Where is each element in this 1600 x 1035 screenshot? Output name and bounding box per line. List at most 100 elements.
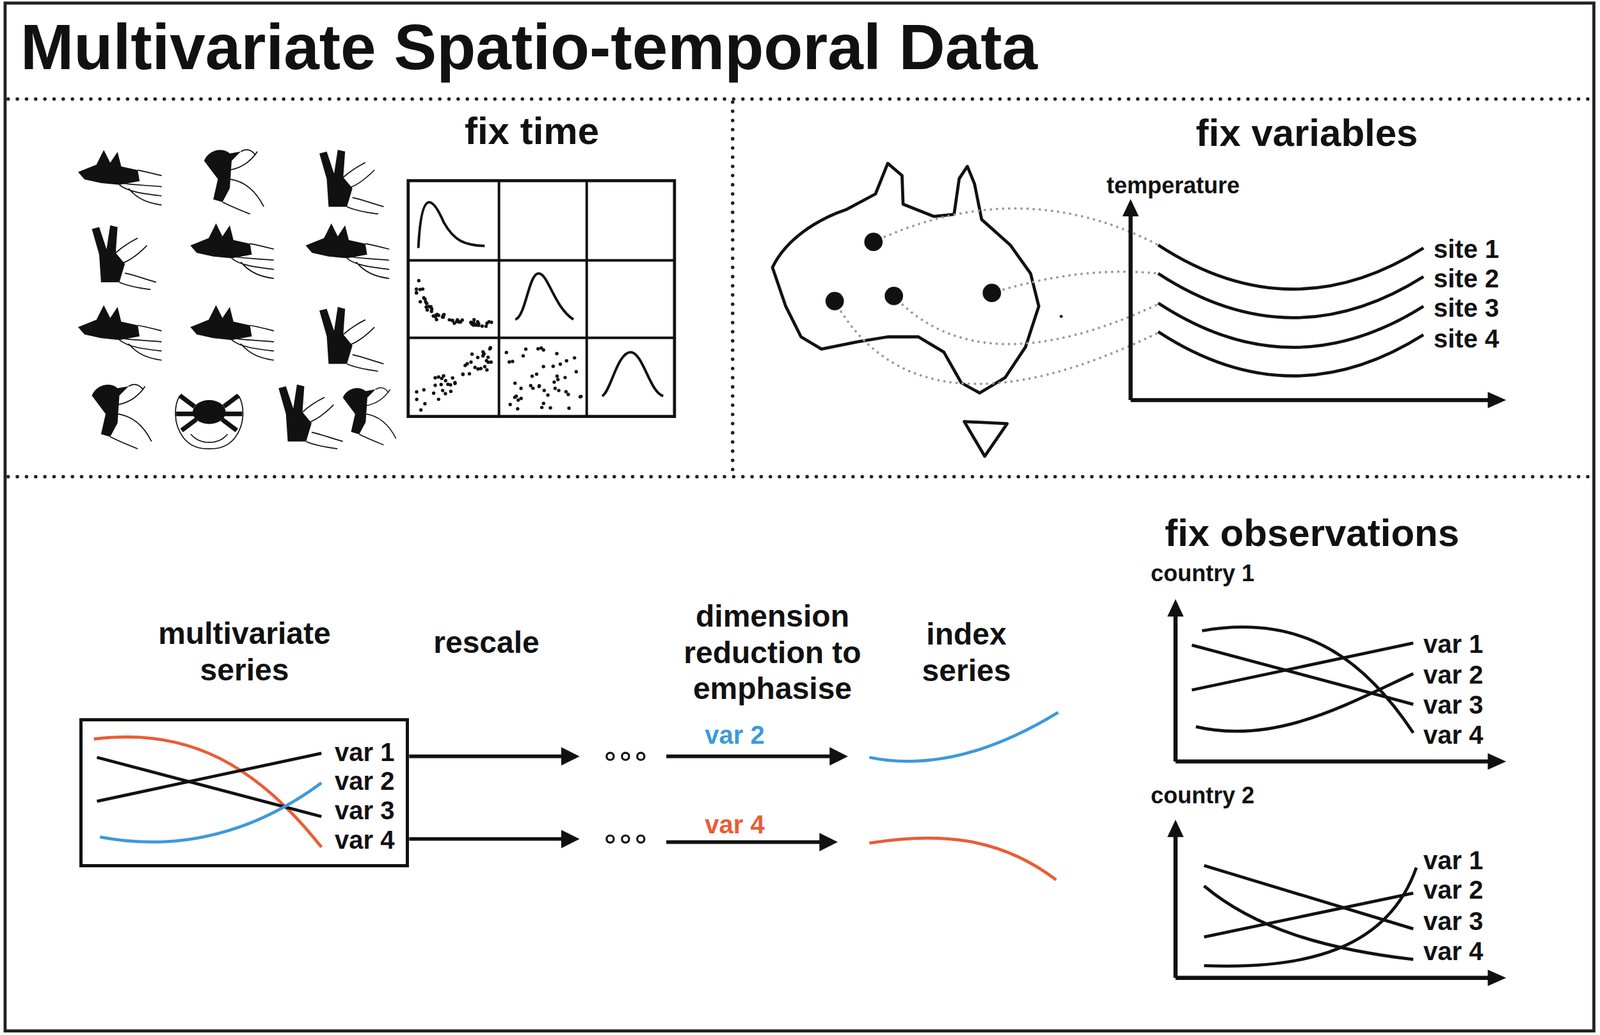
step-label: index series <box>902 616 1031 689</box>
scatter-dot <box>514 394 518 398</box>
scatter-dot <box>443 391 447 395</box>
panel-dividers <box>8 99 1592 477</box>
scatter-dot <box>418 300 422 304</box>
chart-axes <box>1175 834 1490 978</box>
scatter-dot <box>423 401 427 406</box>
dotted-link <box>834 300 1158 384</box>
axis-arrowhead <box>1167 599 1184 617</box>
site-marker <box>982 283 1001 303</box>
scatter-dot <box>507 360 511 364</box>
scatter-dot <box>542 388 546 392</box>
hand-shadow <box>319 149 384 214</box>
scatter-dot <box>485 321 489 325</box>
tasmania-outline <box>964 421 1008 457</box>
scatter-dot <box>574 369 578 374</box>
density-curve <box>602 352 664 397</box>
axis-label: temperature <box>1106 172 1240 199</box>
panel-heading: fix observations <box>1164 510 1460 555</box>
series-line <box>99 782 322 842</box>
scatter-dot <box>516 398 520 402</box>
scatter-dot <box>418 288 422 292</box>
scatter-dot <box>536 346 540 351</box>
scatter-dot <box>539 346 543 350</box>
hand-shadow <box>175 395 244 449</box>
scatter-dot <box>441 315 445 319</box>
scatter-dot <box>461 372 465 376</box>
dotted-divider <box>8 474 1592 479</box>
scatter-dot <box>434 318 438 322</box>
series-label: var 1 <box>1423 629 1483 659</box>
scatter-dot <box>540 405 544 409</box>
diagram-title: Multivariate Spatio-temporal Data <box>20 11 1038 82</box>
scatter-dot <box>474 323 478 327</box>
site-marker <box>884 286 904 306</box>
hand-shadow <box>278 384 343 449</box>
series-line <box>1158 245 1424 290</box>
scatter-dot <box>431 314 435 318</box>
scatter-dots <box>414 279 584 412</box>
series-line <box>1201 627 1414 733</box>
scatter-dot <box>455 318 459 322</box>
chart-axes <box>1175 614 1490 762</box>
scatter-dot <box>551 364 555 368</box>
scatter-dot <box>461 372 465 376</box>
scatter-dot <box>485 368 489 372</box>
site-marker <box>864 232 883 252</box>
scatter-dot <box>432 391 436 395</box>
arrow-label: var 4 <box>704 809 765 840</box>
arrow-shaft <box>408 754 564 759</box>
scatter-dot <box>519 386 523 390</box>
panel-heading: fix variables <box>1196 110 1419 155</box>
series-line <box>1158 273 1424 318</box>
scatter-dot <box>433 383 437 387</box>
matrix-frame <box>408 180 675 416</box>
scatter-dot <box>448 382 452 386</box>
scatter-dot <box>476 355 480 360</box>
scatter-dot <box>447 318 451 322</box>
series-label: var 1 <box>1423 845 1483 875</box>
matrix-grid <box>408 180 675 416</box>
scatter-dot <box>479 366 483 370</box>
series-label: var 4 <box>1423 936 1483 966</box>
chart-title: country 2 <box>1150 782 1255 809</box>
scatter-dot <box>542 401 546 406</box>
hand-shadow <box>319 307 384 372</box>
series-label: var 2 <box>334 766 395 796</box>
country-series <box>1191 627 1414 733</box>
scatter-dot <box>460 318 464 322</box>
axis-arrowhead <box>1167 819 1184 838</box>
country-series <box>1203 865 1417 966</box>
scatter-dot <box>440 388 445 392</box>
scatter-dot <box>566 392 570 396</box>
site-series <box>1158 245 1424 377</box>
scatter-dot <box>556 377 560 381</box>
scatter-dot <box>414 291 418 295</box>
hand-shadow <box>78 149 162 205</box>
site-links <box>834 208 1158 384</box>
scatter-dot <box>476 320 480 324</box>
series-label: var 3 <box>1423 689 1483 720</box>
ellipsis-dot <box>606 752 614 760</box>
scatter-dot <box>470 321 474 325</box>
series-line <box>94 736 322 847</box>
step-label: rescale <box>433 624 540 660</box>
scatter-dot <box>567 406 571 410</box>
series-label: site 1 <box>1433 234 1499 264</box>
ellipsis-dot <box>622 835 630 843</box>
arrow-shaft <box>666 754 832 759</box>
scatter-dot <box>548 406 552 410</box>
scatter-dot <box>554 352 559 356</box>
dotted-divider <box>730 101 735 475</box>
ellipsis-dot <box>637 835 645 843</box>
series-label: var 2 <box>1423 874 1483 905</box>
scatter-dot <box>481 350 485 354</box>
scatter-dot <box>531 386 535 390</box>
ellipsis-dot <box>622 752 630 760</box>
series-line <box>1158 331 1424 376</box>
box-series <box>94 736 322 847</box>
ellipsis-dot <box>606 835 614 843</box>
scatter-dot <box>453 380 457 384</box>
hand-shadow <box>91 384 152 450</box>
dotted-divider <box>8 97 1592 102</box>
scatter-dot <box>563 375 567 379</box>
